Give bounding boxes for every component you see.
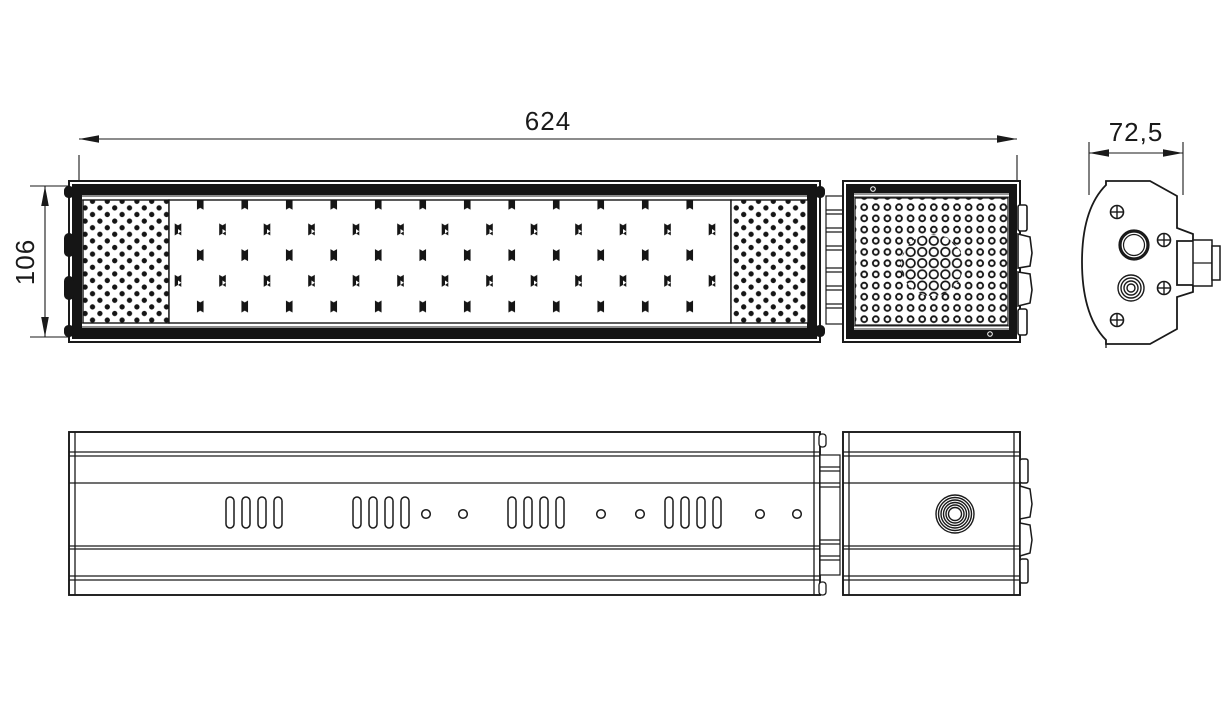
dimension-label-length: 624 [525, 106, 571, 136]
bottom-view-driver-module [842, 431, 1033, 596]
front-view-driver-module [842, 180, 1033, 343]
bottom-view-main-module [68, 431, 821, 596]
cable-gland-ring [935, 494, 975, 534]
vent-slot-group [664, 496, 722, 529]
panel-honeycomb-center [168, 199, 732, 324]
bottom-view-hinge [818, 433, 841, 596]
cable-gland-connector [1192, 239, 1221, 287]
dimension-overall-height: 106 [10, 185, 80, 338]
vent-holes [420, 508, 803, 520]
screw-icon [1156, 232, 1172, 248]
dimension-overall-length: 624 [78, 106, 1018, 185]
dimension-end-width: 72,5 [1088, 117, 1184, 195]
dimension-label-height: 106 [10, 239, 40, 285]
pivot-boss [1118, 229, 1150, 261]
panel-dot-matrix-left [82, 199, 170, 324]
mounting-brackets-driver-right [1017, 204, 1033, 336]
screw-icon [1156, 280, 1172, 296]
screw-icon [1109, 204, 1125, 220]
speaker-cluster [901, 234, 963, 296]
mounting-brackets-bottom-right [1019, 458, 1033, 584]
panel-dot-matrix-right [730, 199, 809, 324]
end-view-bracket [1081, 180, 1221, 348]
dimension-label-end-width: 72,5 [1109, 117, 1164, 147]
front-view-main-module [64, 180, 825, 343]
vent-slot-group [225, 496, 283, 529]
mounting-tabs-left [64, 186, 74, 337]
locking-ring [1117, 274, 1145, 302]
screw-icon [1109, 312, 1125, 328]
vent-slot-group [352, 496, 410, 529]
mounting-tabs-main-right [815, 186, 825, 337]
vent-slot-group [507, 496, 565, 529]
mounting-screws [1109, 204, 1172, 328]
